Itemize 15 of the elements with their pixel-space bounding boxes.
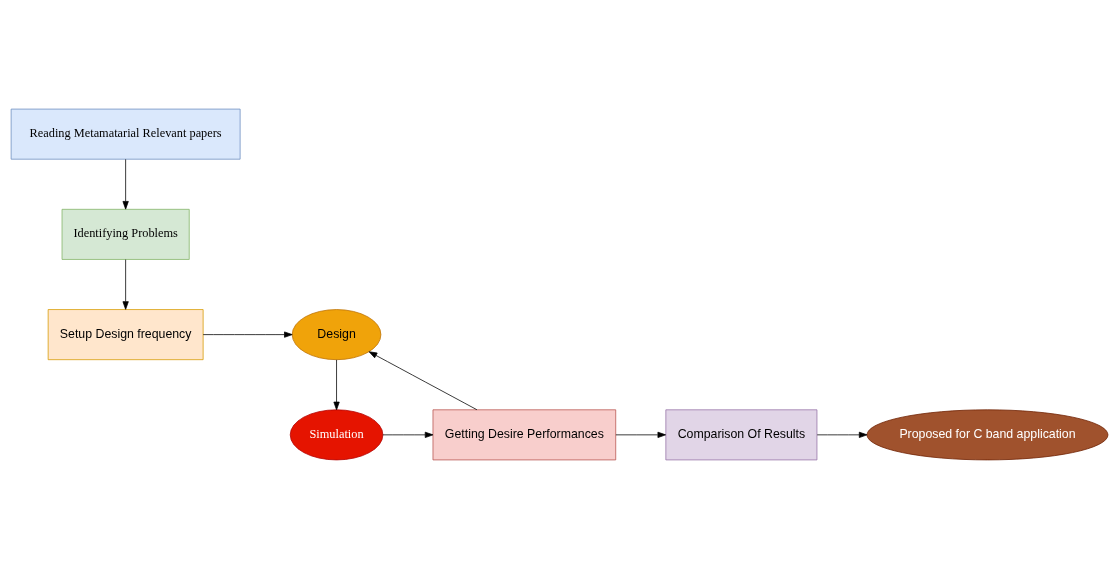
arrow	[122, 258, 129, 310]
node-ellipse: Simulation	[289, 408, 384, 460]
node-box: Reading Metamatarial Relevant papers	[10, 108, 241, 160]
arrow	[202, 331, 293, 338]
node-box: Identifying Problems	[61, 208, 190, 260]
arrow	[333, 359, 340, 410]
node-box: Comparison Of Results	[665, 408, 818, 460]
arrow	[368, 350, 478, 410]
node-box: Setup Design frequency	[47, 308, 204, 360]
arrow	[816, 431, 868, 438]
arrow	[122, 158, 129, 209]
node-box: Getting Desire Performances	[432, 408, 617, 460]
arrow	[615, 431, 666, 438]
arrow	[382, 431, 434, 438]
node-ellipse: Proposed for C band application	[866, 408, 1109, 460]
